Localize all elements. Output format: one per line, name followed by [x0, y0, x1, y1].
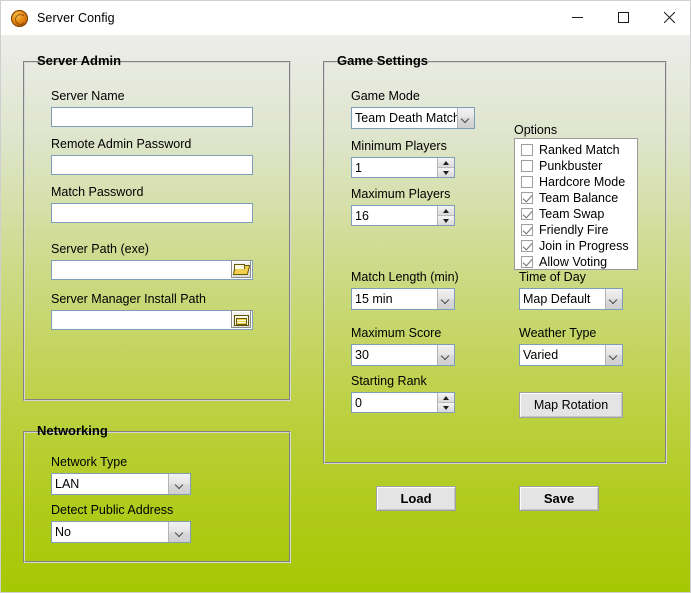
option-team-swap[interactable]: Team Swap [515, 206, 637, 222]
option-ranked-match[interactable]: Ranked Match [515, 142, 637, 158]
options-label: Options [514, 123, 558, 137]
maximum-score-combo[interactable]: 30 [351, 344, 455, 366]
server-admin-group: Server Admin Server Name Remote Admin Pa… [23, 53, 291, 401]
starting-rank-spin-buttons[interactable] [437, 393, 454, 412]
game-settings-group: Game Settings Game Mode Team Death Match… [323, 53, 667, 464]
time-of-day-combo[interactable]: Map Default [519, 288, 623, 310]
checkbox-checked-icon[interactable] [521, 208, 533, 220]
server-path-input[interactable] [51, 260, 253, 280]
minimum-players-label: Minimum Players [351, 139, 447, 153]
maximum-players-spin-buttons[interactable] [437, 206, 454, 225]
chevron-down-icon[interactable] [605, 289, 622, 309]
remote-admin-password-label: Remote Admin Password [51, 137, 192, 151]
checkbox-icon[interactable] [521, 160, 533, 172]
checkbox-icon[interactable] [521, 144, 533, 156]
map-rotation-button[interactable]: Map Rotation [519, 392, 623, 418]
chevron-down-icon[interactable] [168, 474, 190, 494]
starting-rank-value: 0 [355, 395, 362, 410]
match-length-value: 15 min [355, 292, 393, 306]
maximize-icon [617, 11, 629, 23]
starting-rank-spinner[interactable]: 0 [351, 392, 455, 413]
match-length-label: Match Length (min) [351, 270, 459, 284]
server-admin-group-title: Server Admin [37, 53, 122, 68]
server-manager-install-path-label: Server Manager Install Path [51, 292, 206, 306]
spinner-up-icon[interactable] [438, 206, 454, 215]
game-mode-value: Team Death Match [355, 111, 457, 125]
maximize-button[interactable] [600, 1, 646, 33]
option-hardcore-mode[interactable]: Hardcore Mode [515, 174, 637, 190]
game-settings-group-title: Game Settings [337, 53, 429, 68]
option-allow-voting[interactable]: Allow Voting [515, 254, 637, 270]
checkbox-icon[interactable] [521, 176, 533, 188]
detect-public-address-label: Detect Public Address [51, 503, 174, 517]
server-manager-install-path-input[interactable] [51, 310, 253, 330]
maximum-players-spinner[interactable]: 16 [351, 205, 455, 226]
option-join-in-progress[interactable]: Join in Progress [515, 238, 637, 254]
weather-type-value: Varied [523, 348, 559, 362]
minimum-players-value: 1 [355, 160, 362, 175]
spinner-down-icon[interactable] [438, 402, 454, 412]
close-icon [663, 11, 675, 23]
title-bar: Server Config [1, 1, 690, 35]
game-mode-label: Game Mode [351, 89, 420, 103]
checkbox-checked-icon[interactable] [521, 240, 533, 252]
networking-group-title: Networking [37, 423, 108, 438]
match-password-label: Match Password [51, 185, 144, 199]
checkbox-checked-icon[interactable] [521, 224, 533, 236]
server-name-input[interactable] [51, 107, 253, 127]
close-button[interactable] [646, 1, 690, 33]
spinner-up-icon[interactable] [438, 393, 454, 402]
detect-public-address-combo[interactable]: No [51, 521, 191, 543]
server-path-browse-button[interactable] [231, 260, 251, 278]
server-manager-install-path-browse-button[interactable] [231, 310, 251, 328]
load-button[interactable]: Load [376, 486, 456, 511]
chevron-down-icon[interactable] [457, 108, 474, 128]
save-button[interactable]: Save [519, 486, 599, 511]
checkbox-checked-icon[interactable] [521, 256, 533, 268]
minimum-players-spinner[interactable]: 1 [351, 157, 455, 178]
minimize-button[interactable] [554, 1, 600, 33]
maximum-score-value: 30 [355, 348, 369, 362]
network-type-combo[interactable]: LAN [51, 473, 191, 495]
window-title: Server Config [37, 11, 115, 25]
network-type-value: LAN [55, 477, 80, 491]
minimize-icon [571, 16, 583, 18]
client-area: Server Admin Server Name Remote Admin Pa… [1, 35, 690, 592]
time-of-day-label: Time of Day [519, 270, 586, 284]
app-swirl-icon [11, 9, 28, 27]
spinner-down-icon[interactable] [438, 167, 454, 177]
option-team-balance[interactable]: Team Balance [515, 190, 637, 206]
server-path-label: Server Path (exe) [51, 242, 149, 256]
option-friendly-fire[interactable]: Friendly Fire [515, 222, 637, 238]
window-controls [554, 1, 690, 33]
detect-public-address-value: No [55, 525, 71, 539]
network-type-label: Network Type [51, 455, 128, 469]
starting-rank-label: Starting Rank [351, 374, 427, 388]
networking-group: Networking Network Type LAN Detect Publi… [23, 423, 291, 563]
chevron-down-icon[interactable] [168, 522, 190, 542]
spinner-down-icon[interactable] [438, 215, 454, 225]
maximum-players-value: 16 [355, 208, 369, 223]
maximum-players-label: Maximum Players [351, 187, 451, 201]
chevron-down-icon[interactable] [605, 345, 622, 365]
minimum-players-spin-buttons[interactable] [437, 158, 454, 177]
folder-open-icon [234, 263, 248, 275]
maximum-score-label: Maximum Score [351, 326, 442, 340]
options-checkbox-panel: Ranked Match Punkbuster Hardcore Mode Te… [514, 138, 638, 270]
checkbox-checked-icon[interactable] [521, 192, 533, 204]
match-password-input[interactable] [51, 203, 253, 223]
chevron-down-icon[interactable] [437, 345, 454, 365]
server-name-label: Server Name [51, 89, 125, 103]
chevron-down-icon[interactable] [437, 289, 454, 309]
game-mode-combo[interactable]: Team Death Match [351, 107, 475, 129]
option-punkbuster[interactable]: Punkbuster [515, 158, 637, 174]
match-length-combo[interactable]: 15 min [351, 288, 455, 310]
spinner-up-icon[interactable] [438, 158, 454, 167]
remote-admin-password-input[interactable] [51, 155, 253, 175]
weather-type-label: Weather Type [519, 326, 597, 340]
time-of-day-value: Map Default [523, 292, 591, 306]
weather-type-combo[interactable]: Varied [519, 344, 623, 366]
folder-closed-icon [234, 314, 249, 326]
